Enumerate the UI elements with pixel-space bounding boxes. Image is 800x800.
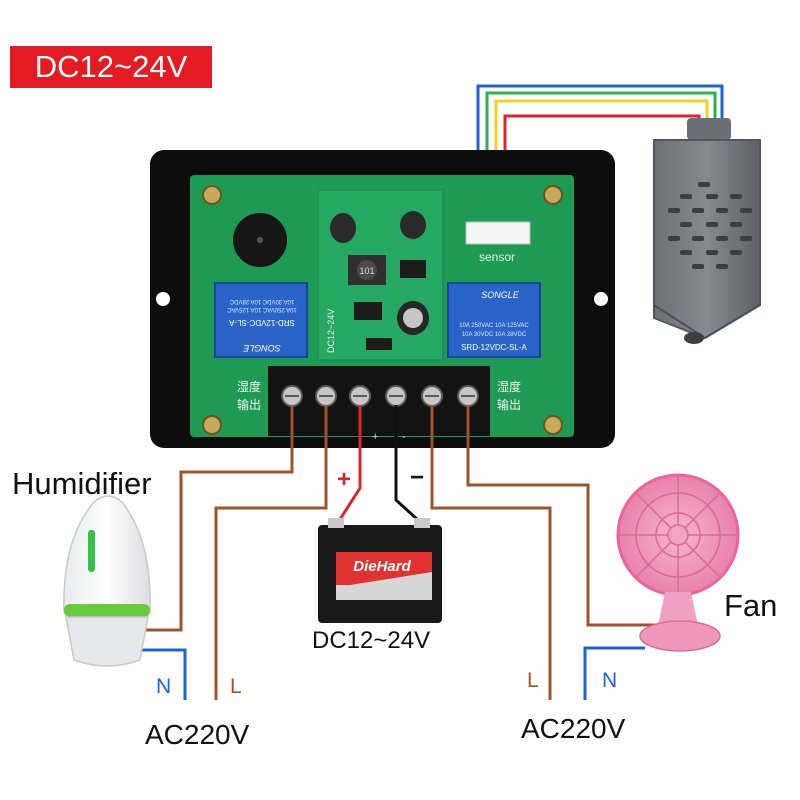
left-output-label-1: 湿度 [237, 379, 261, 394]
mount-hole-left [156, 292, 170, 306]
module-vertical-label: DC12~24V [326, 309, 336, 353]
right-output-label-1: 湿度 [497, 379, 521, 394]
relay-right-model: SRD-12VDC-SL-A [461, 343, 527, 352]
humidity-sensor-probe [653, 118, 761, 344]
supply-voltage-badge: DC12~24V [10, 46, 212, 88]
wire-right-neutral [583, 646, 645, 700]
left-output-label-2: 输出 [237, 397, 261, 412]
wire-left-ac-live [214, 405, 328, 700]
battery-brand: DieHard [353, 558, 411, 575]
pcb-screws [202, 185, 563, 435]
relay-left-model: SRD-12VDC-SL-A [228, 318, 294, 327]
minus-sign: − [410, 464, 424, 491]
wire-right-ac-live [430, 405, 552, 700]
relay-left-rating-1: 10A 250VAC 10A 125VAC [227, 306, 297, 312]
humidifier-label: Humidifier [12, 466, 152, 501]
left-live-label: L [230, 675, 242, 698]
humidifier [63, 495, 151, 667]
relay-right: SONGLE 10A 250VAC 10A 125VAC 10A 30VDC 1… [447, 282, 541, 358]
right-neutral-label: N [602, 669, 617, 692]
sensor-port-label: sensor [479, 250, 515, 264]
right-live-label: L [527, 669, 539, 692]
right-output-label-2: 输出 [497, 397, 521, 412]
right-ac-supply-label: AC220V [521, 713, 626, 744]
controller-pcb: 101 DC12~24V SRD-12VDC-SL-A 10A 250VAC 1… [190, 175, 574, 443]
relay-right-rating-1: 10A 250VAC 10A 125VAC [459, 323, 529, 329]
battery: DieHard [318, 518, 442, 623]
wire-fan-live [466, 405, 655, 627]
fan-label: Fan [724, 588, 778, 623]
terminal-minus-label: - [402, 431, 406, 443]
fan [616, 473, 740, 652]
terminal-plus-label: + [372, 431, 378, 443]
wire-humidifier-live [145, 405, 294, 632]
plus-sign: + [337, 466, 351, 493]
relay-left-rating-2: 10A 30VDC 10A 28VDC [229, 298, 294, 304]
relay-right-rating-2: 10A 30VDC 10A 28VDC [462, 332, 527, 338]
sensor-connector [465, 221, 531, 245]
relay-right-brand: SONGLE [481, 290, 520, 300]
terminal-block: + - [268, 366, 490, 443]
inductor-label: 101 [359, 266, 374, 276]
battery-voltage-label: DC12~24V [312, 627, 431, 654]
relay-left-brand: SONGLE [242, 343, 281, 353]
wire-battery-negative [394, 405, 420, 522]
wire-left-neutral [123, 648, 187, 700]
mount-hole-right [594, 292, 608, 306]
left-neutral-label: N [156, 675, 171, 698]
left-ac-supply-label: AC220V [145, 719, 250, 750]
relay-left: SRD-12VDC-SL-A 10A 250VAC 10A 125VAC 10A… [214, 282, 308, 358]
